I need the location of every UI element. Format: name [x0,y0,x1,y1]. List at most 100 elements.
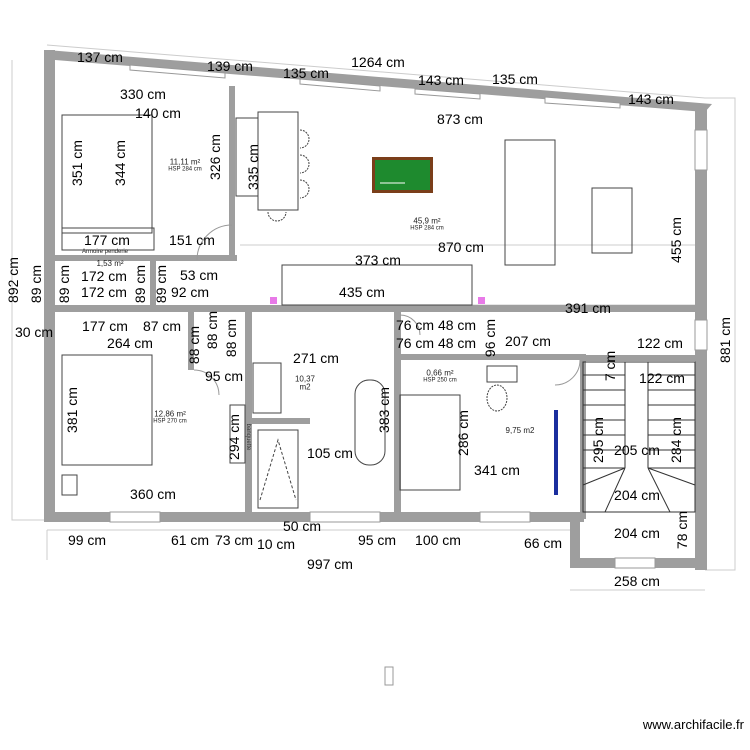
dimension-label: 88 cm [223,318,239,358]
dimension-label: 122 cm [637,335,683,351]
dimension-label: 135 cm [283,65,329,81]
dimension-label: 881 cm [717,317,733,363]
wall-left [44,50,55,522]
dimension-label: 271 cm [293,350,339,366]
dimension-label: 48 cm [437,317,477,333]
bathtub [354,379,386,466]
small-object [384,666,394,686]
bed-3 [399,394,461,491]
dimension-label: 870 cm [438,239,484,255]
dimension-label: 873 cm [437,111,483,127]
dimension-label: 78 cm [674,510,690,550]
dimension-label: 100 cm [415,532,461,548]
billiard-table [372,157,433,193]
bed-1 [61,114,153,234]
dimension-label: 95 cm [204,368,244,384]
wall-bedroom1-bottom [47,255,237,261]
dimension-label: 335 cm [245,144,261,190]
dimension-label: 172 cm [81,268,127,284]
dimension-label: 48 cm [437,335,477,351]
dimension-label: 89 cm [56,264,72,304]
marker-1 [270,297,277,304]
dimension-label: 137 cm [77,49,123,65]
staircase [582,361,696,513]
dimension-label: 89 cm [132,264,148,304]
wall-bath-right [394,305,401,515]
side-table [61,474,78,496]
dimension-label: 50 cm [282,518,322,534]
shower-tray [257,429,299,509]
dimension-label: 264 cm [107,335,153,351]
dimension-label: 73 cm [214,532,254,548]
room-wc-area: 1,53 m² [96,258,124,268]
dimension-label: 10 cm [256,536,296,552]
dimension-label: 76 cm [395,317,435,333]
dimension-label: 258 cm [614,573,660,589]
room-office-area: 9,75 m2 [505,425,535,435]
armchair [591,187,633,254]
dimension-label: 205 cm [614,442,660,458]
wall-bath-left [245,305,252,515]
dimension-label: 92 cm [170,284,210,300]
dimension-label: 284 cm [668,417,684,463]
dimension-label: 7 cm [602,350,618,382]
dimension-label: 76 cm [395,335,435,351]
dimension-label: 294 cm [226,414,242,460]
dimension-label: 96 cm [482,318,498,358]
sofa [504,139,556,266]
wall-corridor [47,305,247,312]
dimension-label: 30 cm [14,324,54,340]
wall-top [47,50,712,112]
dimension-label: 344 cm [112,140,128,186]
dimension-label: 177 cm [84,232,130,248]
dimension-label: 295 cm [590,417,606,463]
dimension-label: 53 cm [179,267,219,283]
wall-shower [250,418,310,424]
wall-mid-vertical [229,86,235,260]
dimension-label: 99 cm [67,532,107,548]
bed-2 [61,354,153,466]
bench [229,404,246,464]
dimension-label: 373 cm [355,252,401,268]
dimension-label: 88 cm [186,325,202,365]
dimension-label: 177 cm [82,318,128,334]
windows [109,64,708,569]
sideboard [235,117,259,197]
wardrobe-label: Armoire penderie [81,248,129,255]
dimension-label: 455 cm [668,217,684,263]
dimension-label: 1264 cm [351,54,405,70]
bench-label: banquette [245,423,251,451]
dimension-label: 139 cm [207,58,253,74]
dimension-label: 286 cm [455,410,471,456]
dimension-label: 207 cm [505,333,551,349]
desk-1 [252,362,282,414]
dimension-label: 892 cm [5,257,21,303]
door-swings [193,224,581,396]
dimension-label: 997 cm [307,556,353,572]
dimension-label: 122 cm [639,370,685,386]
dimension-label: 360 cm [130,486,176,502]
dimension-label: 330 cm [120,86,166,102]
dimension-label: 66 cm [523,535,563,551]
dimension-label: 383 cm [376,387,392,433]
dimension-label: 204 cm [614,487,660,503]
dimension-label: 88 cm [204,310,220,350]
wall-office-top [398,354,583,360]
wall-bedroom2-door [188,310,194,370]
kitchen-counter [281,264,473,306]
wall-hall [245,305,705,312]
dimension-label: 172 cm [81,284,127,300]
dimension-label: 381 cm [64,387,80,433]
dimension-label: 105 cm [307,445,353,461]
furniture [61,111,633,509]
dimension-label: 391 cm [565,300,611,316]
dimension-label: 89 cm [28,264,44,304]
dimension-label: 87 cm [142,318,182,334]
dimension-label: 326 cm [207,134,223,180]
